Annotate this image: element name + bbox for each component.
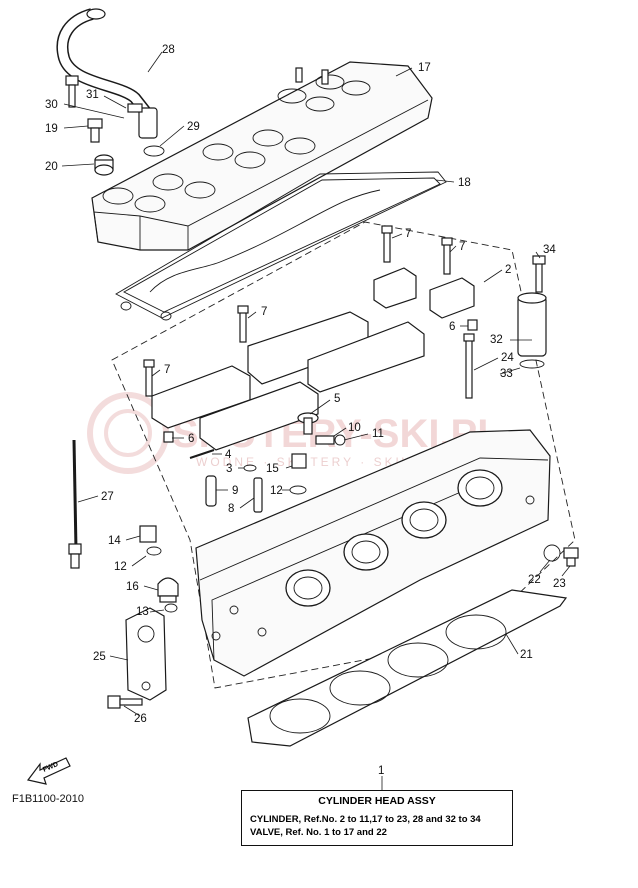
- cylinder-head: [195, 429, 551, 677]
- gasket-22: [543, 544, 561, 562]
- cap-nut-16: [157, 577, 179, 603]
- dowel-pin-6a: [467, 319, 478, 331]
- callout-21: 21: [520, 649, 533, 661]
- head-cover-gasket: [115, 171, 447, 321]
- callout-9: 9: [232, 485, 238, 497]
- callout-16: 16: [126, 581, 139, 593]
- callout-19: 19: [45, 123, 58, 135]
- washer-12a: [289, 485, 307, 495]
- fwd-arrow-icon: FWD: [26, 757, 71, 785]
- grommet-20: [94, 154, 114, 176]
- callout-24: 24: [501, 352, 514, 364]
- callout-11: 11: [372, 428, 384, 440]
- callout-5: 5: [334, 393, 340, 405]
- callout-26: 26: [134, 713, 147, 725]
- intake-ports: [285, 469, 503, 607]
- bracket-25: [125, 607, 167, 701]
- assembly-line-cylinder: CYLINDER, Ref.No. 2 to 11,17 to 23, 28 a…: [250, 814, 481, 825]
- callout-13: 13: [136, 606, 149, 618]
- callout-7d: 7: [164, 364, 170, 376]
- oil-pipe-27: [68, 439, 82, 569]
- washer-12b: [146, 546, 162, 556]
- callout-30: 30: [45, 99, 58, 111]
- callout-4: 4: [225, 449, 232, 461]
- callout-32: 32: [490, 334, 503, 346]
- callout-29: 29: [187, 121, 200, 133]
- callout-8: 8: [228, 503, 234, 515]
- callout-33: 33: [500, 368, 513, 380]
- assembly-info-box: CYLINDER HEAD ASSY CYLINDER, Ref.No. 2 t…: [241, 790, 513, 846]
- valve-guide-9: [205, 475, 217, 507]
- bolt-30: [65, 75, 79, 108]
- callout-7c: 7: [261, 306, 267, 318]
- nut-15: [291, 453, 307, 469]
- callout-34: 34: [543, 244, 556, 256]
- cylinder-head-gasket: [247, 589, 568, 747]
- callout-6a: 6: [449, 321, 455, 333]
- camshaft-cap-left: [143, 359, 319, 451]
- callout-3: 3: [226, 463, 232, 475]
- stud-bolt-24: [463, 333, 475, 399]
- camshaft-cap-right: [373, 225, 475, 319]
- callout-6b: 6: [188, 433, 194, 445]
- spark-plug-tube: [517, 255, 547, 369]
- callout-15: 15: [266, 463, 279, 475]
- dowel-pin-6b: [163, 431, 174, 443]
- callout-1: 1: [378, 765, 384, 777]
- callout-12b: 12: [114, 561, 127, 573]
- callout-10: 10: [348, 422, 361, 434]
- callout-27: 27: [101, 491, 114, 503]
- callout-12a: 12: [270, 485, 283, 497]
- callout-18: 18: [458, 177, 471, 189]
- callouts: 28 17 30 31 19 29 20 18 7 7 34 2 7 6 32 …: [45, 44, 566, 777]
- callout-14: 14: [108, 535, 121, 547]
- diagram-code: F1B1100-2010: [12, 793, 84, 805]
- callout-17: 17: [418, 62, 431, 74]
- callout-7a: 7: [405, 228, 411, 240]
- callout-7b: 7: [459, 241, 465, 253]
- callout-23: 23: [553, 578, 566, 590]
- cylinder-head-cover: [91, 61, 433, 251]
- callout-2: 2: [505, 264, 511, 276]
- bolt-19: [87, 118, 103, 143]
- callout-31: 31: [86, 89, 99, 101]
- callout-22: 22: [528, 574, 541, 586]
- valve-guide-8: [253, 477, 263, 513]
- callout-28: 28: [162, 44, 175, 56]
- valve-cotter-4: [189, 449, 215, 459]
- o-ring-29: [143, 145, 165, 157]
- camshaft-cap-center: [237, 305, 425, 393]
- cap-14: [139, 525, 157, 543]
- bolt-26: [107, 695, 143, 709]
- leader-lines: [61, 51, 571, 790]
- callout-20: 20: [45, 161, 58, 173]
- bolt-10: [315, 435, 335, 445]
- oil-filter-5: [297, 412, 319, 435]
- washer-13: [164, 603, 178, 613]
- assembly-title: CYLINDER HEAD ASSY: [318, 795, 436, 807]
- plug-23: [563, 547, 579, 567]
- breather-hose: [56, 8, 158, 139]
- assembly-line-valve: VALVE, Ref. No. 1 to 17 and 22: [250, 827, 387, 838]
- callout-25: 25: [93, 651, 106, 663]
